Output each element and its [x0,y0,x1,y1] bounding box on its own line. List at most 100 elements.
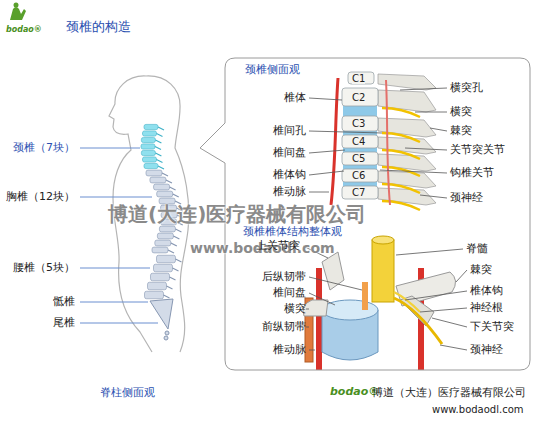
vertebral-body [342,135,378,148]
lumbar-vertebra [154,264,173,272]
cervical-vertebra [141,150,155,155]
part-label: 椎间盘 [273,287,306,299]
part-label: 椎动脉 [273,186,306,198]
spinous-process [164,295,170,298]
lumbar-vertebra [148,282,167,290]
spinous-process [173,194,179,197]
cervical-vertebra [143,131,157,136]
leader-lines [309,88,447,198]
spinous-process [170,277,176,280]
logo-icon [10,3,26,21]
part-label: 椎间盘 [273,147,306,159]
spinous-process [158,127,164,130]
lumbar-vertebra [157,255,176,263]
vertebral-body [342,169,378,182]
coccyx [165,331,169,335]
vertebra-structure [303,236,456,370]
thoracic-vertebra [150,177,166,183]
vertebral-artery [386,80,390,205]
spinous-process [155,147,161,150]
vertebra-number: C6 [352,170,365,181]
logo-text: bodao® [330,386,379,398]
leader-lines [303,246,467,350]
intervertebral-disc [343,165,377,169]
thoracic-vertebra [157,233,173,239]
vertebra-number: C5 [352,153,365,164]
vertebral-artery [331,78,338,205]
vertebra-number: C7 [352,187,365,198]
nerve-root [394,298,442,344]
spinous-process [155,153,161,156]
region-label: 腰椎（5块） [13,262,75,274]
spinous-process [170,187,176,190]
vertebral-artery [316,268,322,370]
website: www.bodaodl.com [432,404,524,415]
part-label: 神经根 [470,302,503,314]
thoracic-vertebra [155,240,171,246]
leader-lines [80,148,158,323]
spinous-process [157,134,163,137]
watermark: 博道(大连)医疗器械有限公司 [108,203,366,225]
spine [141,124,183,340]
spinous-process [175,229,181,232]
posterior-arch [378,188,436,205]
sacrum [150,299,173,329]
thoracic-vertebra [157,191,173,197]
part-label: 上关节突 [256,240,300,252]
part-label: 椎体钩 [273,169,306,181]
vertebra-number: C3 [352,118,365,129]
part-label: 横突 [450,106,472,118]
diagram-title: 颈椎的构造 [66,20,131,34]
superior-articular [322,252,344,290]
region-label: 胸椎（12块） [6,191,75,203]
spinal-cord [372,240,394,302]
cervical-vertebra [141,144,155,149]
vertebra-number: C2 [352,92,365,103]
part-label: 棘突 [470,264,492,276]
company-name: 博道（大连）医疗器械有限公司 [372,387,526,399]
part-label: 钩椎关节 [450,167,494,179]
spinous-process [155,140,161,143]
region-label: 骶椎 [53,296,75,308]
intervertebral-disc [343,106,377,116]
posterior-ligament [362,282,368,310]
part-label: 后纵韧带 [262,271,306,283]
part-label: 椎动脉 [273,344,306,356]
vertebral-body [348,72,374,84]
part-label: 下关节突 [470,321,514,333]
spinous-process [176,259,182,262]
cervical-vertebra [141,137,155,142]
vertebral-body [342,152,378,165]
vertebra-number: C1 [352,73,365,84]
part-label: 脊髓 [466,243,488,255]
vertebral-body [342,186,378,199]
lumbar-vertebra [151,273,170,281]
coccyx [164,336,168,340]
part-label: 椎体钩 [470,285,503,297]
vertebral-body [342,88,378,106]
cervical-vertebra [143,157,157,162]
part-label: 颈神经 [450,192,483,204]
vertebra-number: C4 [352,136,365,147]
cervical-vertebra [144,163,158,168]
spinous-process [167,286,173,289]
spinous-process [162,173,168,176]
spinous-process [166,180,172,183]
spinous-process [173,268,179,271]
spinous-process [168,250,174,253]
view-heading: 颈椎椎体结构整体观 [243,226,342,238]
logo-text: bodao® [6,26,42,35]
view-caption: 脊柱侧面观 [100,387,155,399]
intervertebral-disc [343,148,377,152]
thoracic-vertebra [146,170,162,176]
spinous-process [171,243,177,246]
cervical-nerve [382,201,420,210]
part-label: 棘突 [450,125,472,137]
cervical-lateral-view [342,72,436,210]
view-heading: 颈椎侧面观 [245,64,300,76]
thoracic-vertebra [152,247,168,253]
cervical-vertebra [144,124,158,129]
part-label: 前纵韧带 [262,321,306,333]
transverse-process [303,300,328,316]
